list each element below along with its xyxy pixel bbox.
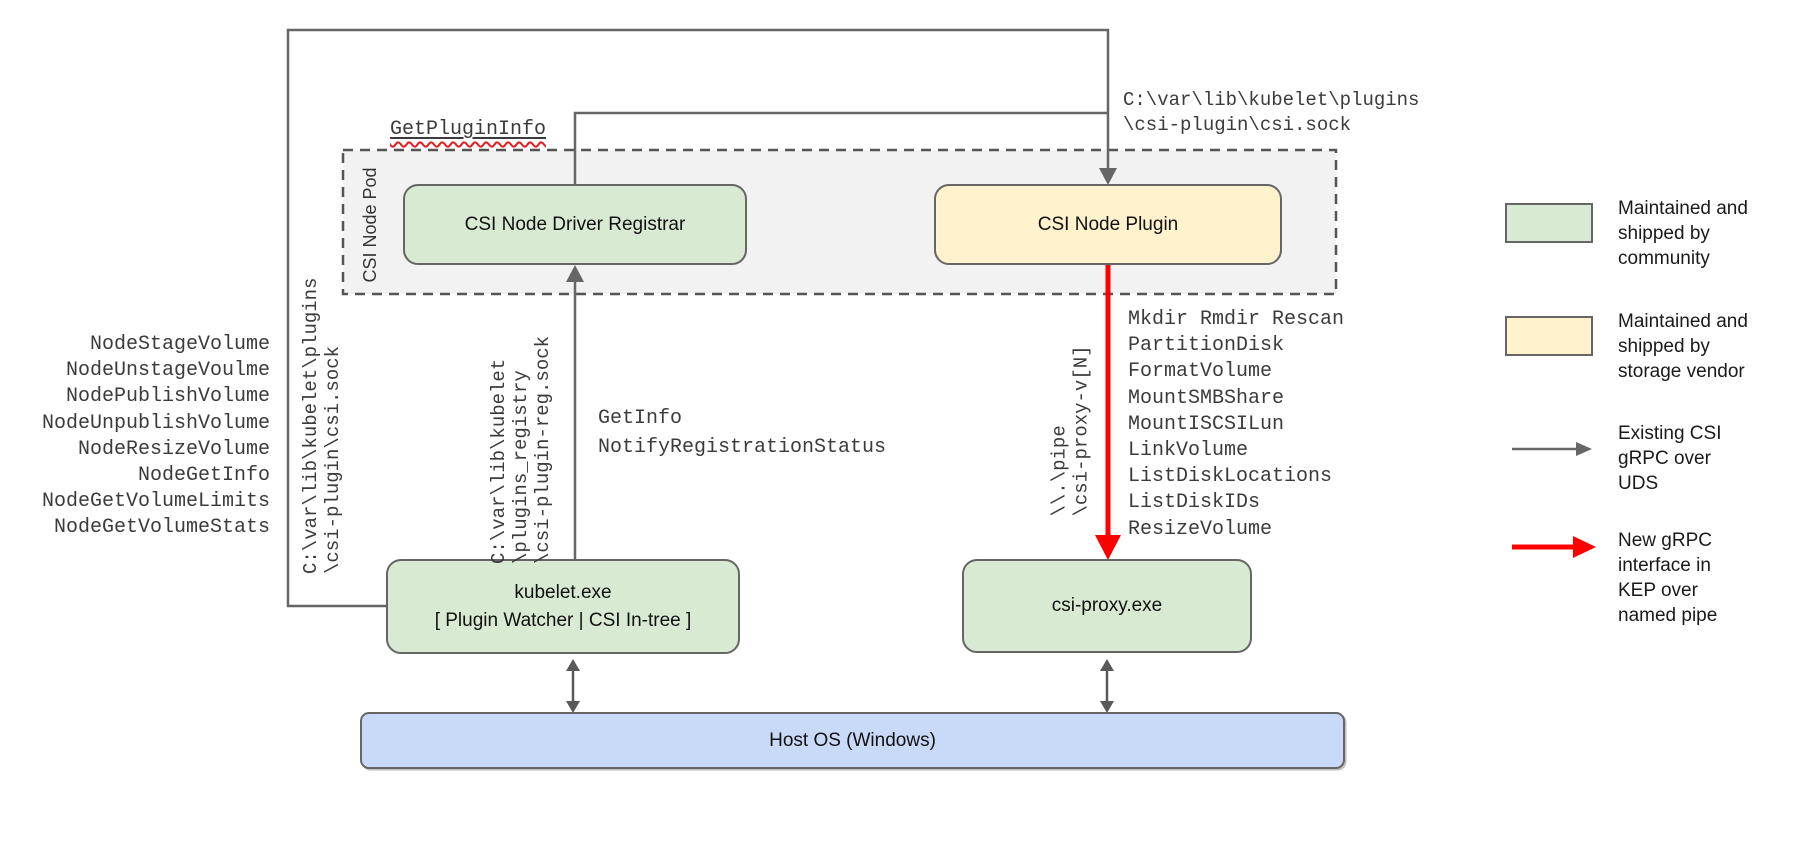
csi-node-pod-label: CSI Node Pod <box>360 167 380 283</box>
host-os-label: Host OS (Windows) <box>769 729 936 751</box>
list-item: ListDiskIDs <box>1128 491 1261 515</box>
proxy-host-up-arrowhead-icon <box>1100 659 1114 671</box>
kubelet-box: kubelet.exe [ Plugin Watcher | CSI In-tr… <box>386 559 740 654</box>
csi-sock-vertical-label: C:\var\lib\kubelet\plugins \csi-plugin\c… <box>300 277 344 574</box>
legend-vendor-label: Maintained and shipped by storage vendor <box>1618 311 1748 382</box>
getplugininfo-label: GetPluginInfo <box>390 118 547 141</box>
list-item: NodeUnstageVoulme <box>65 359 270 383</box>
list-item: NodeGetVolumeStats <box>53 516 270 540</box>
kubelet-sublabel: [ Plugin Watcher | CSI In-tree ] <box>434 609 692 631</box>
list-item: NodeGetVolumeLimits <box>41 490 270 514</box>
list-item: NodeGetInfo <box>137 464 270 488</box>
list-item: FormatVolume <box>1128 360 1273 384</box>
list-item: NodeUnpublishVolume <box>41 411 270 435</box>
kubelet-to-registrar-arrowhead-icon <box>566 265 584 282</box>
list-item: LinkVolume <box>1128 439 1249 463</box>
list-item: ResizeVolume <box>1128 517 1273 541</box>
kubelet-host-up-arrowhead-icon <box>566 659 580 671</box>
kubelet-label: kubelet.exe <box>514 581 612 603</box>
proxy-host-down-arrowhead-icon <box>1100 701 1114 713</box>
list-item: NodePublishVolume <box>65 385 270 409</box>
kubelet-to-plugin-line <box>286 28 1110 608</box>
list-item: NodeResizeVolume <box>77 437 270 461</box>
legend-vendor-swatch <box>1505 316 1593 356</box>
getplugininfo-line <box>573 111 1108 185</box>
registration-calls-label: GetInfo NotifyRegistrationStatus <box>598 407 887 459</box>
kubelet-to-plugin-arrowhead-icon <box>1099 168 1117 185</box>
legend-uds-label: Existing CSI gRPC over UDS <box>1618 423 1722 494</box>
proxy-calls-list: Mkdir Rmdir Rescan PartitionDisk FormatV… <box>1128 307 1408 543</box>
list-item: Mkdir Rmdir Rescan <box>1128 308 1345 331</box>
legend-community-swatch <box>1505 203 1593 243</box>
node-calls-list: NodeStageVolume NodeUnstageVoulme NodePu… <box>30 332 270 542</box>
legend-community-label: Maintained and shipped by community <box>1618 198 1748 269</box>
pipe-vertical-label: \\.\pipe \csi-proxy-v[N] <box>1048 345 1093 517</box>
legend-uds-arrowhead-icon <box>1576 442 1592 456</box>
csi-sock-path-label: C:\var\lib\kubelet\plugins \csi-plugin\c… <box>1123 89 1420 136</box>
list-item: MountISCSILun <box>1128 412 1285 436</box>
host-os-box: Host OS (Windows) <box>360 712 1345 769</box>
list-item: MountSMBShare <box>1128 386 1285 410</box>
kubelet-host-down-arrowhead-icon <box>566 701 580 713</box>
registration-sock-vertical-label: C:\var\lib\kubelet \plugins_registry \cs… <box>488 335 554 564</box>
csi-node-plugin-label: CSI Node Plugin <box>1037 213 1179 235</box>
csi-node-plugin-box: CSI Node Plugin <box>934 184 1282 265</box>
legend-pipe-arrowhead-icon <box>1573 536 1596 558</box>
list-item: NodeStageVolume <box>89 333 270 356</box>
csi-node-driver-registrar-box: CSI Node Driver Registrar <box>403 184 747 265</box>
csi-proxy-box: csi-proxy.exe <box>962 559 1252 653</box>
plugin-to-proxy-arrowhead-icon <box>1095 535 1121 560</box>
csi-node-driver-registrar-label: CSI Node Driver Registrar <box>464 213 686 235</box>
list-item: PartitionDisk <box>1128 334 1285 358</box>
list-item: ListDiskLocations <box>1128 465 1333 489</box>
csi-proxy-label: csi-proxy.exe <box>1051 595 1163 616</box>
legend-pipe-label: New gRPC interface in KEP over named pip… <box>1618 530 1718 626</box>
